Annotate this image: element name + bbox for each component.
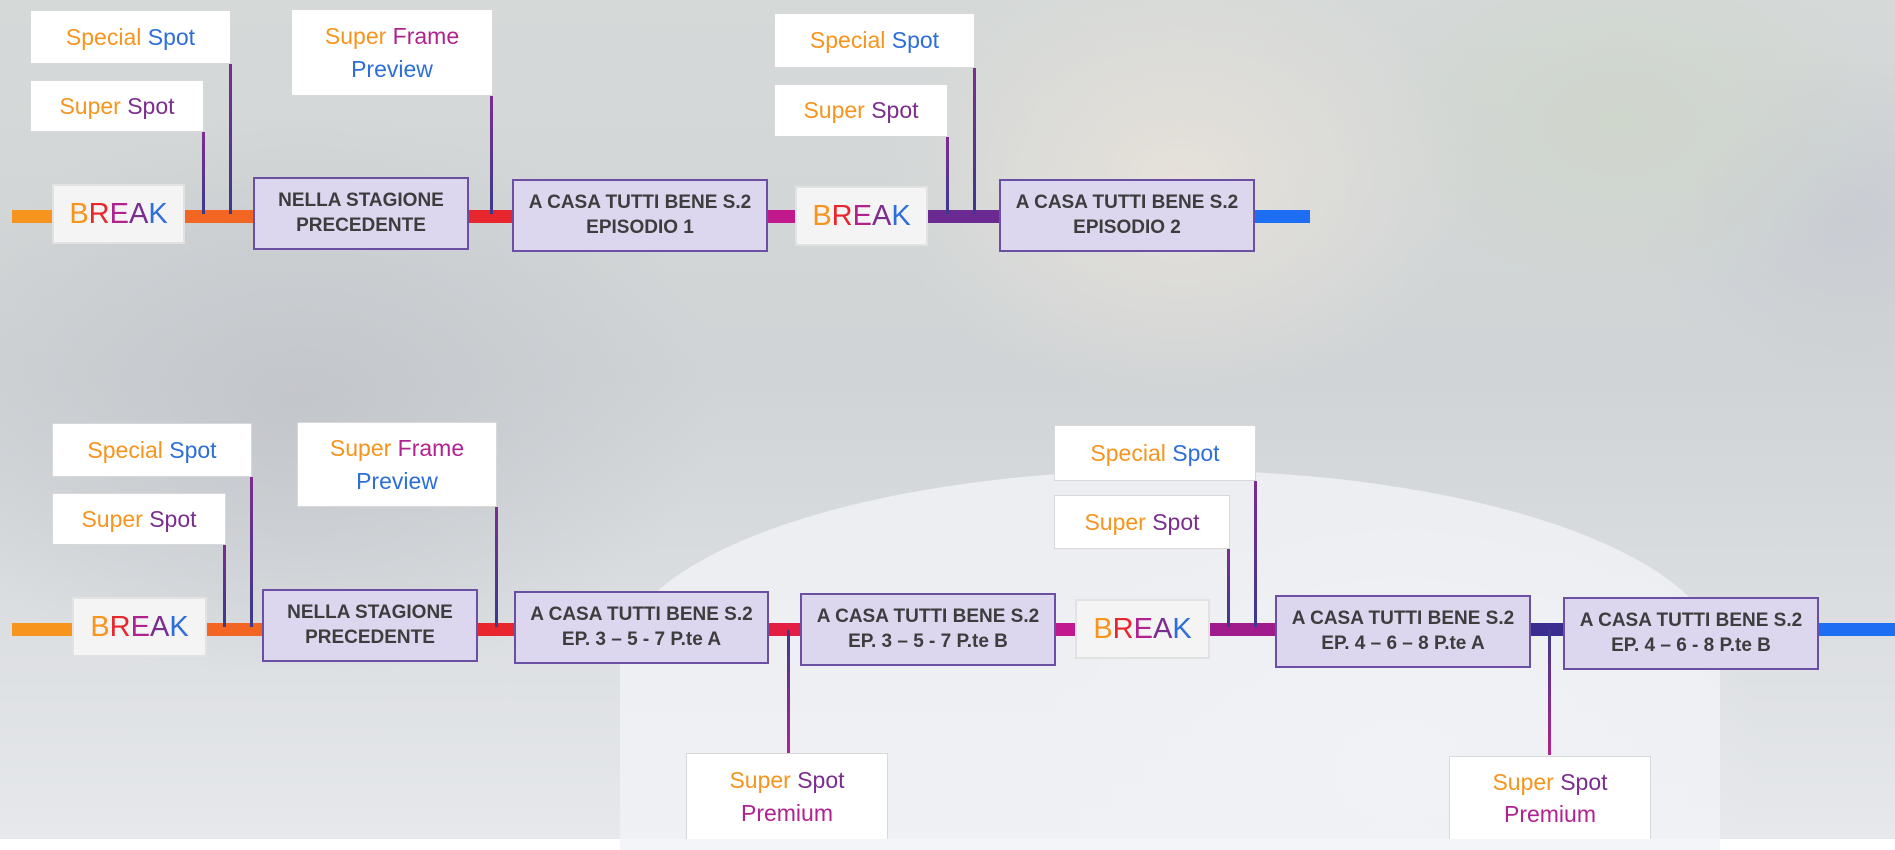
super-spot-label: Super Spot — [30, 80, 204, 132]
timeline-segment — [185, 210, 255, 223]
label-word: Special — [87, 436, 163, 463]
break-letter: B — [812, 199, 832, 232]
special-spot-label: Special Spot — [52, 423, 252, 477]
connector-line — [1227, 549, 1230, 627]
program-block: A CASA TUTTI BENE S.2 EPISODIO 1 — [512, 179, 768, 252]
break-letter: K — [891, 199, 911, 232]
connector-line — [946, 137, 949, 214]
special-spot-label: Special Spot — [774, 13, 975, 68]
special-spot-label: Special Spot — [1054, 425, 1256, 481]
connector-line — [1548, 630, 1551, 755]
connector-line — [202, 132, 205, 214]
timeline-segment — [468, 210, 514, 223]
label-word: Spot — [127, 92, 175, 119]
label-word: Super — [1492, 768, 1554, 795]
label-word: Frame — [397, 435, 465, 462]
break-letter: A — [149, 610, 170, 643]
break-letter: E — [852, 199, 872, 232]
label-word: Spot — [1152, 508, 1200, 535]
timeline-segment — [767, 623, 802, 636]
label-word: Super — [59, 92, 121, 119]
break-letter: B — [69, 197, 89, 230]
label-word: Special — [65, 23, 142, 50]
label-word: Super — [803, 97, 865, 124]
timeline-segment — [928, 210, 1001, 223]
label-word: Super — [324, 23, 387, 50]
connector-line — [229, 64, 232, 214]
label-word: Spot — [1172, 439, 1220, 466]
break-letter: E — [1133, 612, 1153, 645]
break-letter: R — [88, 197, 110, 230]
break-letter: K — [1172, 612, 1192, 645]
timeline-segment — [1815, 623, 1895, 636]
connector-line — [787, 630, 790, 753]
timeline-segment — [12, 210, 52, 223]
program-block: A CASA TUTTI BENE S.2 EP. 4 – 6 - 8 P.te… — [1563, 597, 1819, 670]
connector-line — [495, 507, 498, 627]
label-word: Super — [729, 767, 791, 794]
program-block: A CASA TUTTI BENE S.2 EP. 4 – 6 – 8 P.te… — [1275, 595, 1531, 668]
super-spot-label: Super Spot — [52, 493, 226, 545]
program-block: NELLA STAGIONE PRECEDENTE — [253, 177, 469, 250]
special-spot-label: Special Spot — [30, 10, 231, 64]
label-word: Spot — [797, 767, 845, 794]
timeline-segment — [12, 623, 72, 636]
label-word: Special — [1090, 439, 1166, 466]
timeline-segment — [1253, 210, 1310, 223]
break-letter: R — [831, 199, 853, 232]
timeline-segment — [207, 623, 265, 636]
label-word: Premium — [1503, 801, 1596, 827]
break-letter: A — [1152, 612, 1173, 645]
program-block: NELLA STAGIONE PRECEDENTE — [262, 589, 478, 662]
super-spot-label: Super Spot — [774, 84, 948, 137]
timeline-segment — [767, 210, 795, 223]
label-word: Preview — [356, 467, 438, 494]
break-letter: B — [90, 610, 110, 643]
label-word: Spot — [871, 97, 919, 124]
timeline-segment — [1054, 623, 1077, 636]
label-word: Spot — [147, 23, 196, 50]
label-word: Super — [81, 505, 143, 532]
super-spot-label: Super Spot — [1054, 495, 1230, 549]
connector-line — [1254, 481, 1257, 627]
label-word: Super — [1084, 508, 1146, 535]
break-letter: K — [169, 610, 189, 643]
program-block: A CASA TUTTI BENE S.2 EP. 3 – 5 - 7 P.te… — [800, 593, 1056, 666]
label-word: Spot — [891, 27, 940, 54]
connector-line — [250, 477, 253, 627]
connector-line — [973, 68, 976, 214]
label-word: Special — [809, 27, 886, 54]
break-letter: E — [130, 610, 150, 643]
break-letter: R — [109, 610, 131, 643]
break-letter: E — [109, 197, 129, 230]
connector-line — [223, 545, 226, 627]
label-word: Premium — [740, 799, 833, 826]
program-block: A CASA TUTTI BENE S.2 EP. 3 – 5 - 7 P.te… — [514, 591, 769, 664]
timeline-segment — [1209, 623, 1279, 636]
label-word: Super — [329, 435, 392, 462]
break-letter: A — [128, 197, 149, 230]
break-letter: A — [871, 199, 892, 232]
break-letter: R — [1112, 612, 1134, 645]
break-letter: K — [148, 197, 168, 230]
timeline-segment — [1528, 623, 1566, 636]
label-word: Frame — [392, 23, 460, 50]
label-word: Spot — [1560, 768, 1608, 795]
label-word: Spot — [169, 436, 217, 463]
label-word: Preview — [351, 55, 433, 82]
break-letter: B — [1093, 612, 1113, 645]
program-block: A CASA TUTTI BENE S.2 EPISODIO 2 — [999, 179, 1255, 252]
timeline-segment — [477, 623, 517, 636]
label-word: Spot — [149, 505, 197, 532]
connector-line — [490, 96, 493, 214]
